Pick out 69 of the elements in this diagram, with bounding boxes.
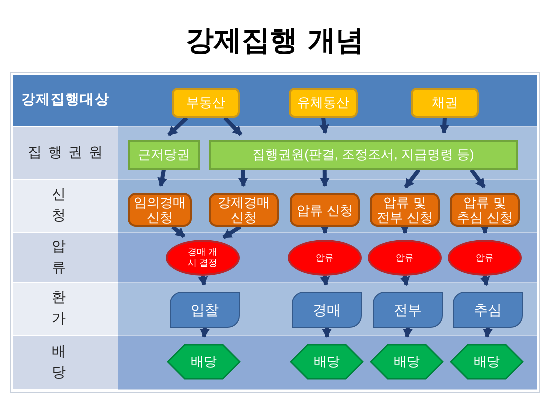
node-label: 압류 xyxy=(395,252,415,264)
liquidation-box xyxy=(170,292,240,328)
arrow xyxy=(320,276,330,286)
arrow xyxy=(402,328,413,338)
application-box xyxy=(290,193,360,227)
arrow xyxy=(480,225,490,234)
row-label: 신청 xyxy=(51,186,106,226)
arrow xyxy=(198,276,208,286)
application-box xyxy=(370,193,440,227)
arrow xyxy=(322,328,332,338)
distribution-hexagon xyxy=(290,344,364,380)
application-box xyxy=(450,193,520,227)
arrow xyxy=(238,170,248,187)
liquidation-box xyxy=(292,292,362,328)
row-label: 배당 xyxy=(51,342,106,382)
liquidation-box xyxy=(453,292,523,328)
liquidation-box xyxy=(373,292,443,328)
node-label: 추심 xyxy=(473,300,503,320)
title: 강제집행 개념 xyxy=(185,23,365,59)
application-box xyxy=(209,193,279,227)
node-label: 압류 xyxy=(475,252,495,264)
arrow xyxy=(168,116,188,137)
node-label: 경매 xyxy=(312,300,342,320)
node-label: 압류 및 전부 신청 xyxy=(376,195,434,225)
arrow xyxy=(200,328,210,338)
arrow xyxy=(470,168,486,189)
row-label: 집행권원 xyxy=(27,144,110,162)
node-label: 경매 개시 결정 xyxy=(187,247,219,269)
arrow xyxy=(440,118,450,134)
application-box xyxy=(128,193,192,227)
asset-box xyxy=(411,88,479,118)
row-label: 압류 xyxy=(51,238,106,278)
node-label: 배당 xyxy=(473,353,501,372)
arrow xyxy=(224,116,243,136)
distribution-hexagon xyxy=(167,344,241,380)
arrow xyxy=(222,225,242,240)
arrow xyxy=(320,118,330,134)
row-label: 환가 xyxy=(51,289,106,329)
distribution-hexagon xyxy=(370,344,444,380)
arrow xyxy=(400,225,410,234)
row-label: 강제집행대상 xyxy=(21,91,110,110)
node-label: 임의경매 신청 xyxy=(133,195,187,225)
distribution-hexagon xyxy=(450,344,524,380)
arrow xyxy=(400,276,410,286)
node-label: 부동산 xyxy=(186,94,226,112)
node-label: 압류 xyxy=(315,252,335,264)
arrow xyxy=(320,225,330,234)
arrow xyxy=(158,170,168,188)
title-box xyxy=(209,140,518,170)
arrow xyxy=(482,328,493,338)
node-label: 배당 xyxy=(393,353,421,372)
node-label: 강제경매 신청 xyxy=(217,195,271,225)
node-label: 배당 xyxy=(313,353,341,372)
node-label: 유체동산 xyxy=(296,94,350,112)
node-label: 집행권원(판결, 조정조서, 지급명령 등) xyxy=(252,146,476,164)
node-label: 근저당권 xyxy=(137,146,191,164)
node-label: 입찰 xyxy=(190,300,220,320)
node-label: 배당 xyxy=(190,353,218,372)
arrow xyxy=(480,276,490,286)
arrow xyxy=(320,170,330,187)
node-label: 압류 신청 xyxy=(296,202,354,218)
arrow xyxy=(172,225,186,238)
node-label: 채권 xyxy=(431,94,459,112)
title-box xyxy=(128,140,200,170)
asset-box xyxy=(172,88,240,118)
node-label: 압류 및 추심 신청 xyxy=(456,195,514,225)
asset-box xyxy=(289,88,358,118)
arrow xyxy=(404,168,421,189)
node-label: 전부 xyxy=(393,300,423,320)
